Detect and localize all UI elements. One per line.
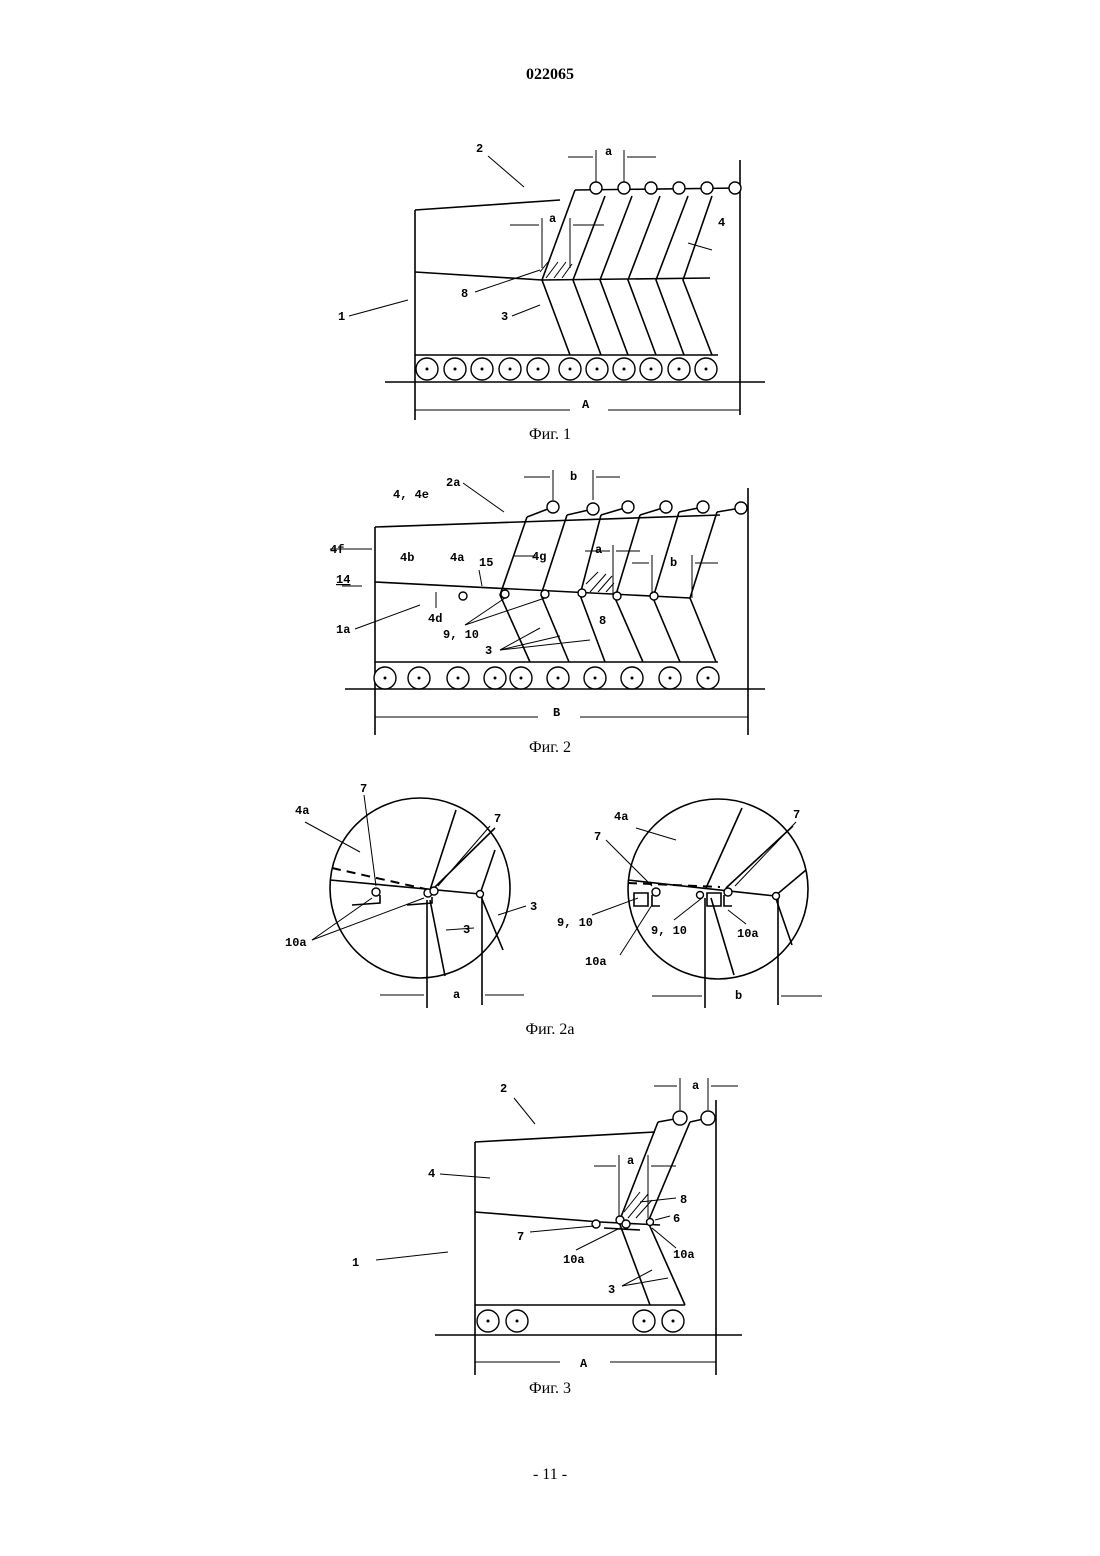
fig3-caption: Фиг. 3 (0, 1380, 1100, 1398)
fig3-label-6: 6 (673, 1212, 680, 1226)
fig3-label-a-top: a (692, 1079, 699, 1093)
fig3-label-7: 7 (517, 1230, 524, 1244)
fig3-drawing (376, 1078, 742, 1375)
fig3-label-4: 4 (428, 1167, 435, 1181)
fig3-label-3: 3 (608, 1283, 615, 1297)
page-number: - 11 - (0, 1466, 1100, 1484)
fig3-label-10a-b: 10a (673, 1248, 695, 1262)
fig3-label-1: 1 (352, 1256, 359, 1270)
fig3-label-a-mid: a (627, 1154, 634, 1168)
fig3-label-2: 2 (500, 1082, 507, 1096)
figure-3: 2 a a 4 8 6 7 10a 10a 1 3 A (0, 0, 1100, 1390)
fig3-label-A: A (580, 1357, 588, 1371)
fig3-label-8: 8 (680, 1193, 687, 1207)
fig3-label-10a-a: 10a (563, 1253, 585, 1267)
